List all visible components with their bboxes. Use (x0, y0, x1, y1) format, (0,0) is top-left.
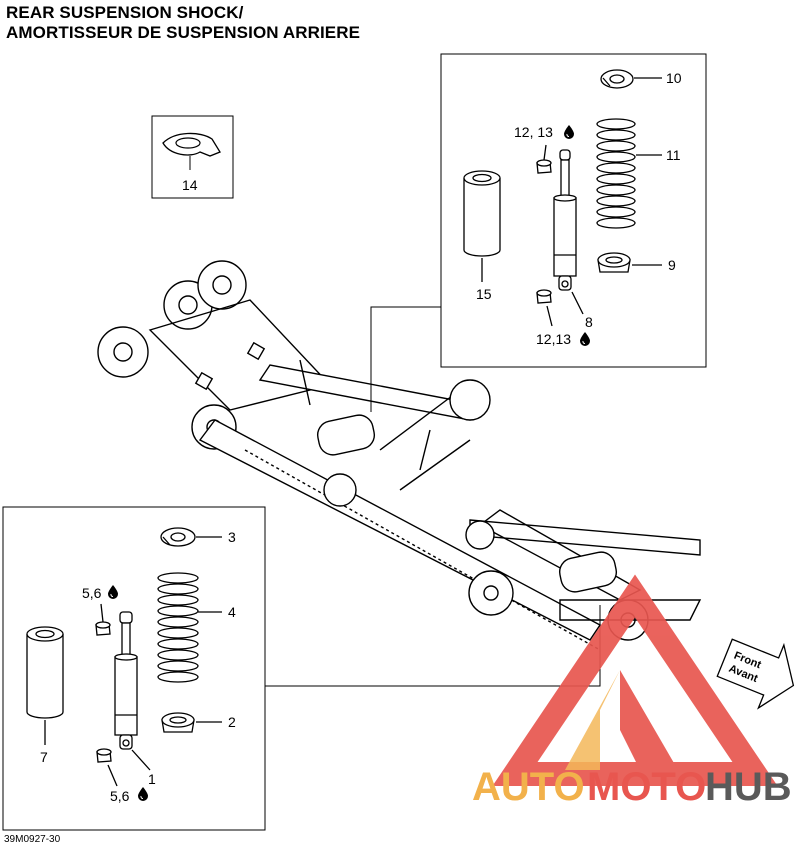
part-7-boot (26, 626, 64, 745)
part-12-13-bushing-bottom (536, 289, 553, 327)
callout-5-6-bottom: 5,6 (110, 788, 130, 804)
callout-15: 15 (476, 286, 492, 302)
callout-12-13-bottom: 12,13 (536, 331, 571, 347)
oil-drop-icon (138, 787, 148, 801)
part-5-6-bushing-top (95, 603, 111, 636)
part-15-boot (463, 170, 501, 282)
part-5-6-bushing-bottom (96, 748, 118, 787)
watermark-auto: AUTO (472, 765, 585, 809)
callout-11: 11 (666, 147, 681, 163)
watermark-hub: HUB (705, 765, 792, 809)
callout-14: 14 (182, 177, 198, 193)
callout-4: 4 (228, 604, 236, 620)
oil-drop-icon (108, 585, 118, 599)
part-9-retainer (597, 252, 662, 273)
suspension-frame-illustration (97, 260, 702, 651)
diagram-code: 39M0927-30 (4, 834, 61, 845)
oil-drop-icon (580, 332, 590, 346)
callout-2: 2 (228, 714, 236, 730)
oil-drop-icon (564, 125, 574, 139)
callout-8: 8 (585, 314, 593, 330)
callout-9: 9 (668, 257, 676, 273)
part-14-box (151, 115, 234, 199)
part-10-retainer (600, 69, 662, 89)
page-title-en: REAR SUSPENSION SHOCK/ (6, 3, 244, 22)
page-title-fr: AMORTISSEUR DE SUSPENSION ARRIERE (6, 23, 361, 42)
callout-7: 7 (40, 749, 48, 765)
callout-12-13-top: 12, 13 (514, 124, 553, 140)
watermark-brand: AUTO MOTO HUB (472, 765, 792, 809)
part-4-spring (157, 572, 222, 683)
watermark-moto: MOTO (587, 765, 706, 809)
part-8-shock-absorber (553, 149, 584, 315)
part-12-13-bushing-top (536, 144, 552, 174)
watermark-triangle-logo (492, 574, 778, 786)
upper-detail-box (370, 53, 707, 412)
callout-5-6-top: 5,6 (82, 585, 102, 601)
part-2-retainer (161, 712, 222, 733)
callout-1: 1 (148, 771, 156, 787)
front-arrow-icon: Front Avant (716, 638, 795, 710)
part-11-spring (596, 118, 662, 229)
callout-10: 10 (666, 70, 682, 86)
callout-3: 3 (228, 529, 236, 545)
part-1-shock-absorber (114, 611, 151, 771)
part-3-retainer (160, 527, 222, 547)
